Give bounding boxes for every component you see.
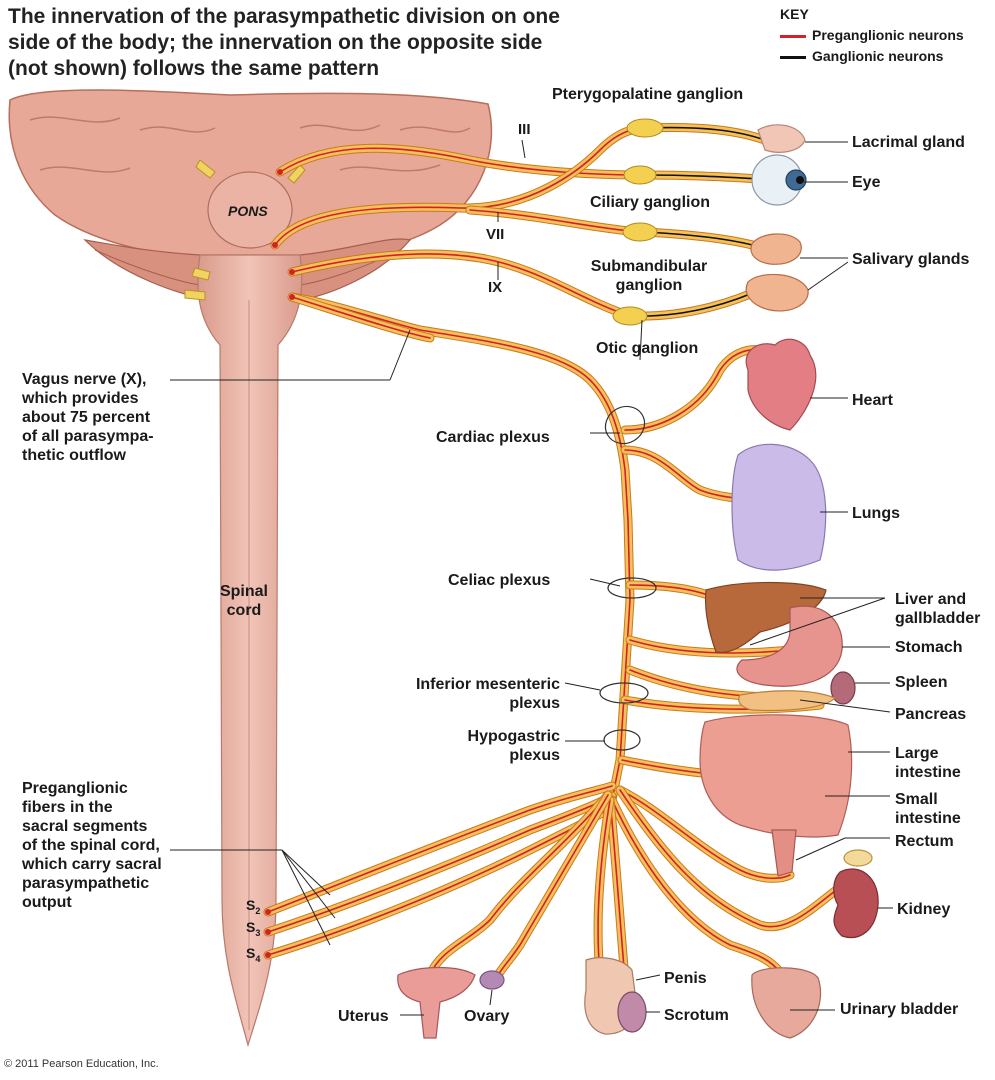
inferior-mesenteric-plexus-label: Inferior mesenteric plexus xyxy=(415,676,560,712)
small-intestine-label: Small intestine xyxy=(895,791,961,827)
segment-s2-sub: 2 xyxy=(255,905,261,916)
vagus-nerve-note: Vagus nerve (X), which provides about 75… xyxy=(22,371,154,464)
segment-s4-letter: S xyxy=(246,945,256,961)
key-preganglionic-label: Preganglionic neurons xyxy=(812,27,964,43)
nerve-iii-label: III xyxy=(518,121,531,138)
intestines-organ xyxy=(699,714,853,838)
spleen-organ xyxy=(830,671,856,705)
ganglia xyxy=(612,118,664,326)
copyright-notice: © 2011 Pearson Education, Inc. xyxy=(4,1058,159,1070)
rectum-label: Rectum xyxy=(895,833,954,850)
liver-organ xyxy=(704,581,827,654)
urinary-bladder-label: Urinary bladder xyxy=(840,1001,959,1018)
ovary-organ xyxy=(479,970,505,990)
hypogastric-plexus-label: Hypogastric plexus xyxy=(467,728,560,764)
pterygopalatine-ganglion-label: Pterygopalatine ganglion xyxy=(552,86,744,103)
key-preganglionic: Preganglionic neurons xyxy=(780,27,964,43)
rectum-organ xyxy=(771,829,797,877)
lacrimal-gland-label: Lacrimal gland xyxy=(852,134,965,151)
uterus-organ xyxy=(397,966,476,1039)
nerve-ix-label: IX xyxy=(488,279,503,296)
urinary-bladder-organ xyxy=(751,967,822,1039)
segment-s2: S2 xyxy=(246,897,260,916)
ganglionic-swatch xyxy=(780,55,806,59)
segment-s2-letter: S xyxy=(246,897,256,913)
segment-s3: S3 xyxy=(246,919,260,938)
salivary-gland-upper xyxy=(750,233,802,265)
key-ganglionic-label: Ganglionic neurons xyxy=(812,48,944,64)
otic-ganglion xyxy=(612,306,648,326)
nerve-vii-label: VII xyxy=(486,226,505,243)
spinal-cord xyxy=(197,254,303,1048)
adrenal-gland xyxy=(843,849,873,867)
ciliary-ganglion-label: Ciliary ganglion xyxy=(590,194,711,211)
ovary-label: Ovary xyxy=(464,1008,510,1025)
stomach-organ xyxy=(736,605,843,687)
nerve-origin-points xyxy=(265,169,295,958)
diagram-title: The innervation of the parasympathetic d… xyxy=(8,5,560,80)
segment-s3-letter: S xyxy=(246,919,256,935)
celiac-plexus-label: Celiac plexus xyxy=(448,572,551,589)
leader-lines xyxy=(170,139,893,1016)
organs xyxy=(397,124,879,1039)
segment-s4: S4 xyxy=(246,945,260,964)
eye xyxy=(751,154,807,206)
segment-s3-sub: 3 xyxy=(255,927,261,938)
salivary-glands-label: Salivary glands xyxy=(852,251,970,268)
submandibular-ganglion xyxy=(622,222,658,242)
testis xyxy=(617,991,647,1033)
liver-gallbladder-label: Liver and gallbladder xyxy=(895,591,981,627)
key-ganglionic: Ganglionic neurons xyxy=(780,48,943,64)
nerve-pathways xyxy=(263,123,650,960)
sacral-fibers-note: Preganglionic fibers in the sacral segme… xyxy=(22,780,162,911)
pancreas-label: Pancreas xyxy=(895,706,967,723)
uterus-label: Uterus xyxy=(338,1008,389,1025)
lungs-label: Lungs xyxy=(852,505,900,522)
large-intestine-label: Large intestine xyxy=(895,745,961,781)
kidney-organ xyxy=(833,868,879,938)
spleen-label: Spleen xyxy=(895,674,948,691)
pons-label: PONS xyxy=(228,203,268,219)
lacrimal-gland xyxy=(757,124,806,153)
key-heading: KEY xyxy=(780,6,809,22)
submandibular-ganglion-label: Submandibular ganglion xyxy=(590,258,708,294)
scrotum-label: Scrotum xyxy=(664,1007,729,1024)
lungs-organ xyxy=(731,443,827,571)
heart-label: Heart xyxy=(852,392,893,409)
salivary-gland-lower xyxy=(745,273,809,312)
otic-ganglion-label: Otic ganglion xyxy=(596,340,699,357)
stomach-label: Stomach xyxy=(895,639,963,656)
cranial-nerve-stubs xyxy=(184,159,306,301)
pterygopalatine-ganglion xyxy=(626,118,664,138)
heart-organ xyxy=(745,338,817,431)
pons xyxy=(207,171,293,249)
spinal-cord-label: Spinal cord xyxy=(219,583,268,619)
cardiac-plexus-label: Cardiac plexus xyxy=(436,429,550,446)
plexus-outlines xyxy=(599,405,657,751)
kidney-label: Kidney xyxy=(897,901,951,918)
preganglionic-swatch xyxy=(780,34,806,38)
eye-label: Eye xyxy=(852,174,881,191)
pancreas-organ xyxy=(738,690,837,712)
segment-s4-sub: 4 xyxy=(255,953,261,964)
penis-label: Penis xyxy=(664,970,707,987)
ciliary-ganglion xyxy=(623,165,657,185)
